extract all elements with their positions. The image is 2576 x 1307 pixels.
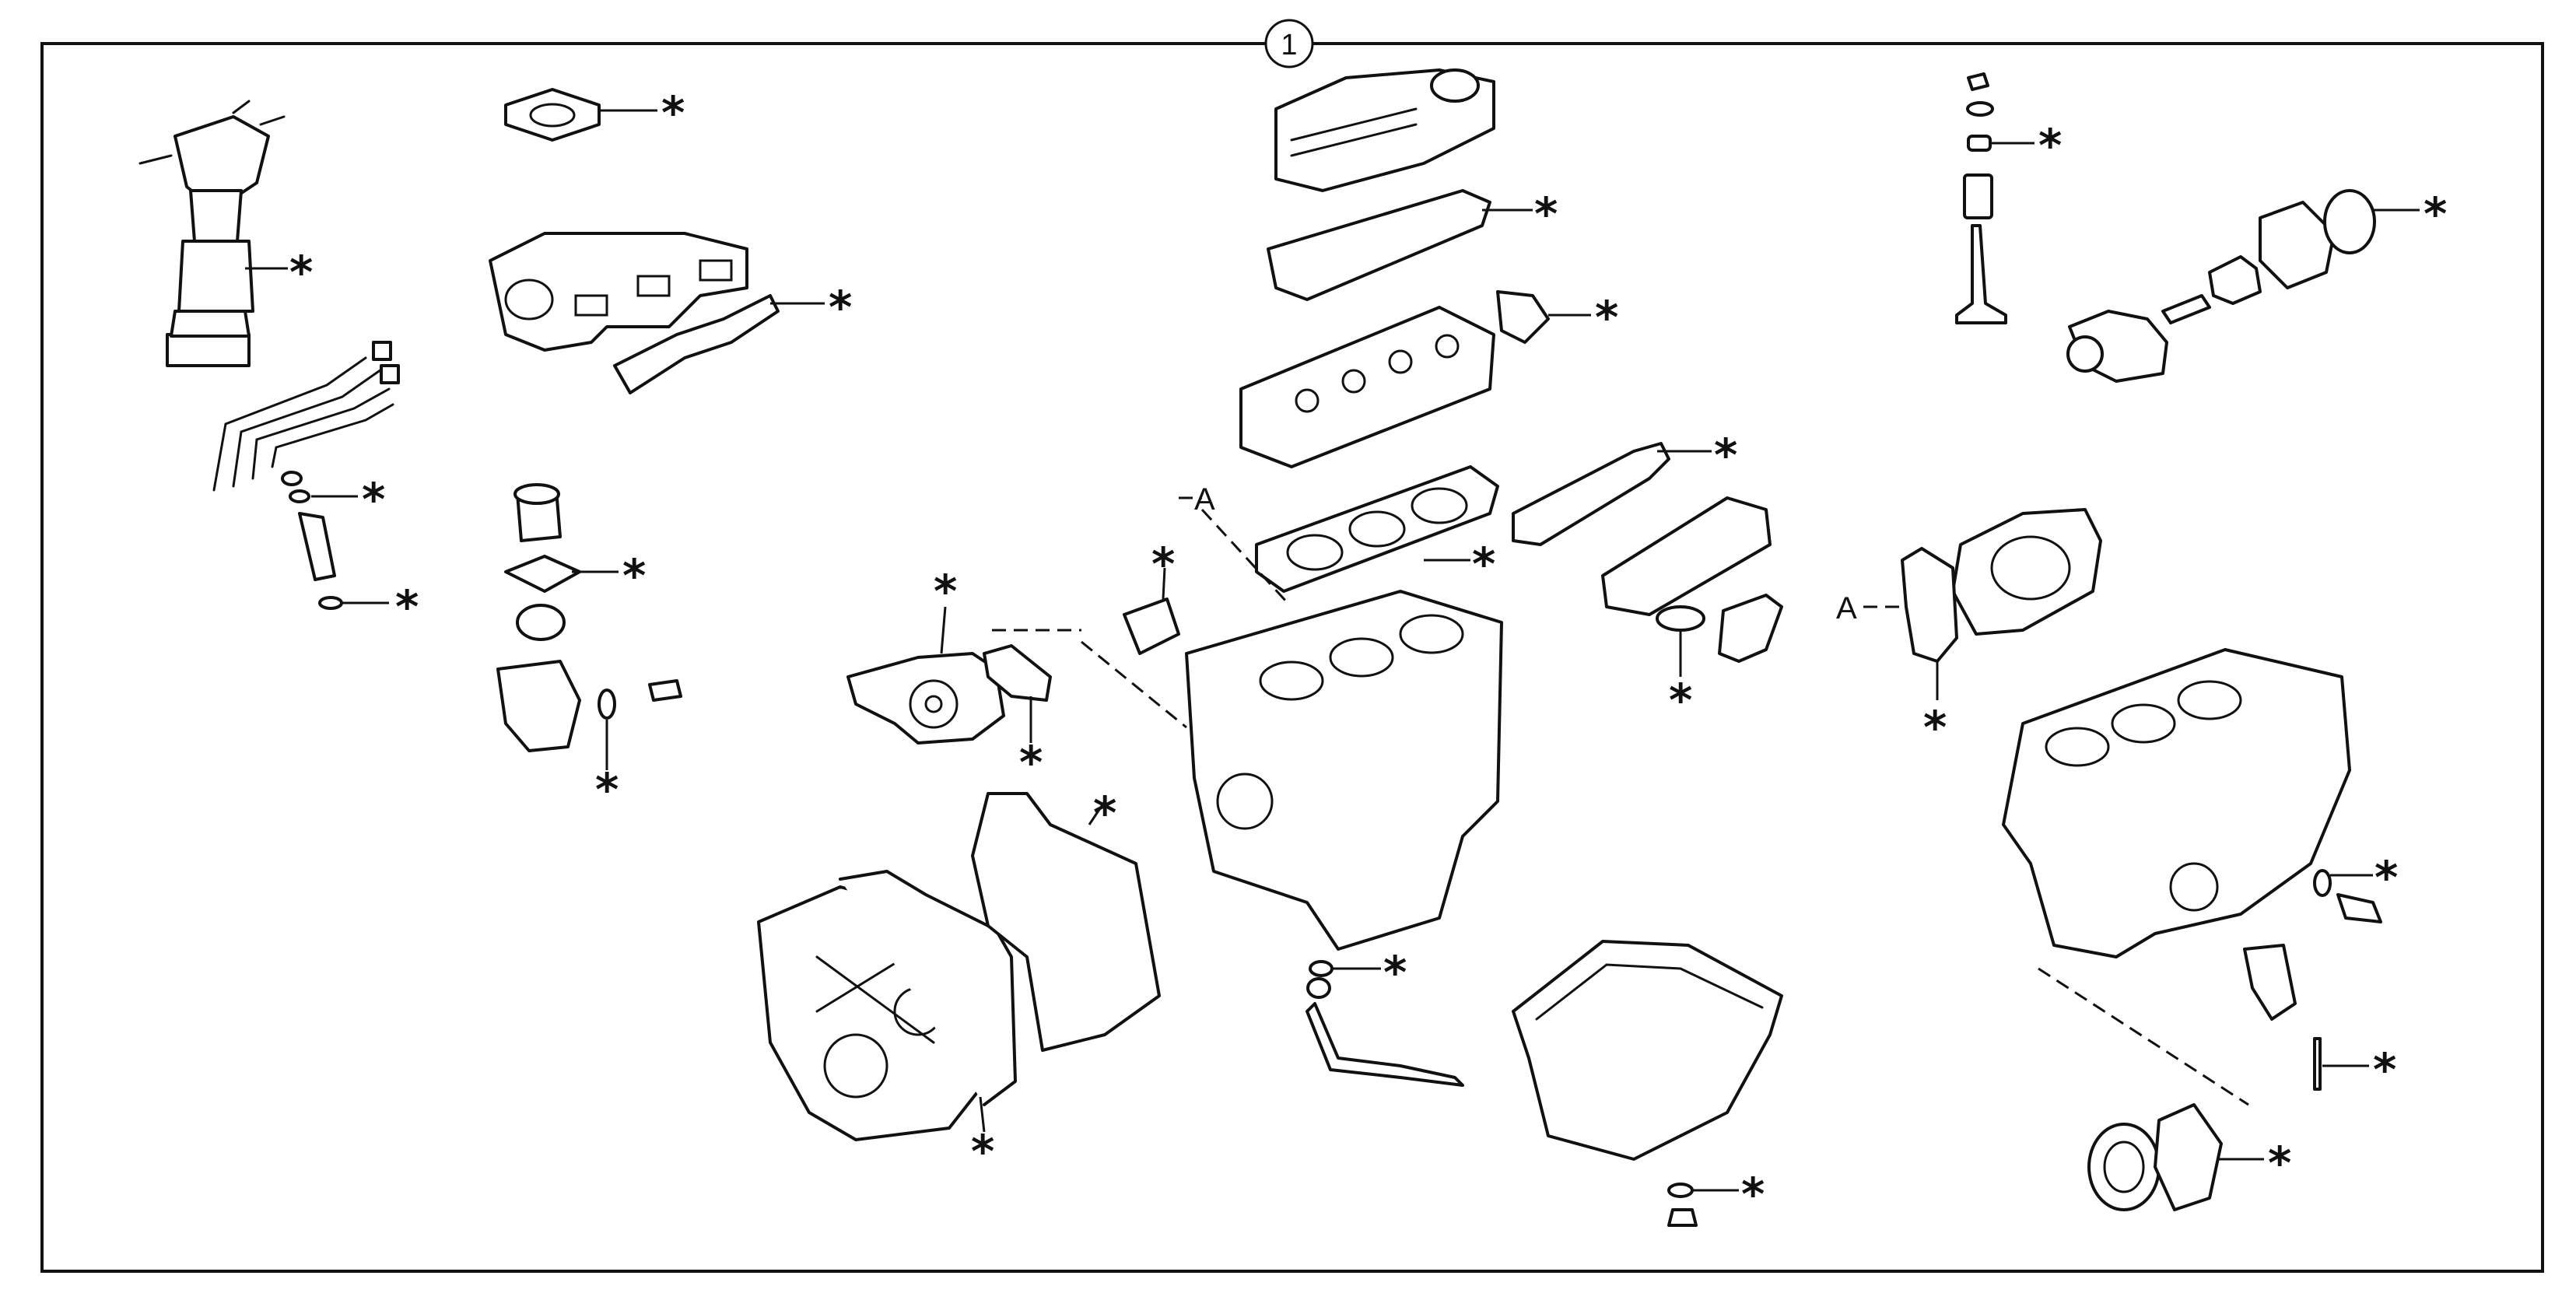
flywheel-housing-gasket	[1901, 547, 1958, 663]
manifold-gasket	[613, 294, 780, 394]
gasket-marker: *	[661, 86, 685, 139]
gasket-marker: *	[1741, 1168, 1765, 1221]
gasket-marker: *	[289, 246, 313, 299]
callout-1: 1	[1264, 19, 1314, 68]
gear-case-gasket-2	[971, 792, 1161, 1052]
gasket-marker: *	[1595, 291, 1618, 344]
cylinder-head	[1239, 306, 1495, 468]
water-pump-gasket	[983, 644, 1052, 702]
cylinder-block	[1185, 590, 1503, 951]
seal-strip	[2313, 1037, 2322, 1091]
gasket-marker: *	[2374, 851, 2398, 904]
gasket-marker: *	[1093, 787, 1116, 839]
gasket-marker: *	[1534, 187, 1558, 240]
gasket-marker: *	[829, 281, 852, 334]
gasket-marker: *	[622, 549, 646, 602]
block-port-gasket	[1123, 597, 1180, 655]
gasket-marker: *	[1019, 736, 1043, 789]
oil-pan	[1512, 940, 1783, 1161]
datum-label: A	[1194, 482, 1215, 517]
thermostat-assembly	[496, 483, 682, 752]
oil-pump-assembly	[2066, 189, 2376, 383]
cylinder-block-rear	[2002, 648, 2351, 958]
oil-drain-washer	[1667, 1183, 1694, 1198]
gasket-marker: *	[934, 565, 957, 618]
datum-line	[2038, 967, 2249, 1106]
rear-oil-seal	[2087, 1103, 2223, 1211]
datum-line	[1081, 640, 1187, 729]
leader	[1088, 801, 1106, 825]
gasket-marker: *	[1383, 946, 1407, 999]
flywheel-housing	[1951, 508, 2102, 636]
drain-plug-dipstick	[1306, 960, 1464, 1087]
valve-cover-gasket	[1267, 189, 1491, 301]
leader	[979, 1096, 986, 1133]
gasket-marker: *	[1669, 674, 1692, 727]
gasket-marker: *	[1714, 429, 1737, 482]
injection-pipes	[212, 341, 400, 492]
washer	[2313, 869, 2332, 897]
intake-manifold	[1601, 496, 1783, 663]
side-cover-gasket	[1512, 442, 1670, 546]
flange-gasket	[504, 88, 601, 142]
small-cover-gasket	[1496, 290, 1550, 344]
injection-pump	[138, 100, 286, 367]
gasket-marker: *	[1923, 701, 1947, 754]
rear-bearing-cap	[2243, 944, 2297, 1021]
gasket-marker: *	[395, 580, 419, 633]
bolt	[2336, 893, 2382, 923]
callout-number: 1	[1281, 29, 1297, 61]
valve-parts	[1955, 72, 2007, 324]
leader	[940, 606, 947, 654]
oil-drain-plug	[1667, 1208, 1698, 1227]
gasket-marker: *	[362, 473, 385, 526]
datum-label: A	[1836, 591, 1857, 625]
injection-nozzle	[281, 471, 343, 610]
exhaust-manifold	[489, 232, 748, 352]
gasket-marker: *	[2424, 187, 2447, 240]
datum-line	[1179, 496, 1289, 604]
gasket-marker: *	[1151, 538, 1175, 590]
leader	[1162, 567, 1166, 600]
valve-cover	[1274, 68, 1495, 192]
gasket-marker: *	[971, 1125, 994, 1178]
gasket-marker: *	[2038, 119, 2062, 172]
gasket-marker: *	[1472, 538, 1495, 590]
gasket-marker: *	[2268, 1137, 2291, 1190]
gasket-marker: *	[595, 763, 619, 816]
water-pump	[846, 652, 1005, 745]
cylinder-head-gasket	[1255, 465, 1499, 593]
gasket-marker: *	[2373, 1043, 2396, 1096]
